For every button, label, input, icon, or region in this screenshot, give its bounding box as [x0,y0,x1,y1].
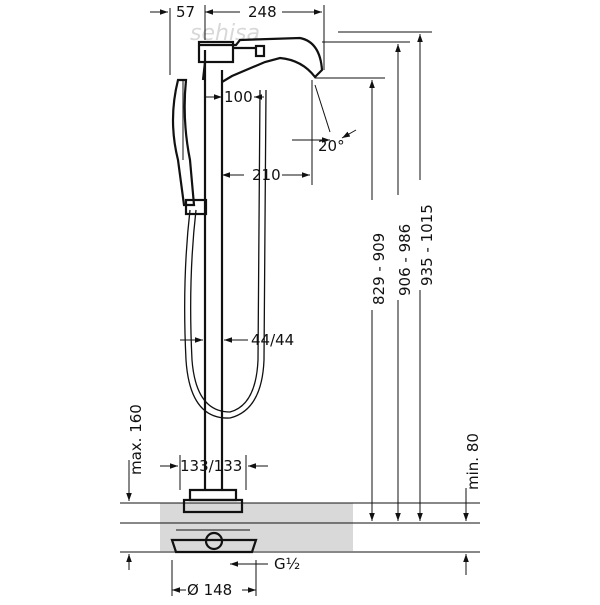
svg-text:829 - 909: 829 - 909 [370,233,388,305]
dim-handle-distance: 210 [222,80,313,185]
svg-text:935 - 1015: 935 - 1015 [418,204,436,286]
faucet-spout [197,36,331,133]
svg-text:133/133: 133/133 [180,457,242,475]
svg-text:906 - 986: 906 - 986 [396,224,414,296]
dim-base-width: 133/133 [160,455,268,490]
shower-hose [184,89,267,419]
svg-text:44/44: 44/44 [251,331,294,349]
dim-spout-angle: 20° [292,129,357,155]
svg-text:Ø 148: Ø 148 [187,581,232,599]
svg-text:100: 100 [224,88,253,106]
svg-text:20°: 20° [318,137,345,155]
dim-spout-to-column: 100 [206,88,264,106]
dim-min-floor: min. 80 [463,433,482,575]
dim-thread: G½ [230,555,300,573]
dim-spout-reach: 248 [204,3,325,70]
dim-height-high: 935 - 1015 [338,31,436,521]
hand-shower [171,78,208,216]
faucet-base [170,488,258,554]
dim-hose-distance: 44/44 [180,331,294,349]
dim-max-floor: max. 160 [126,404,145,570]
svg-text:210: 210 [252,166,281,184]
svg-text:max. 160: max. 160 [127,404,145,475]
dim-base-diameter: Ø 148 [171,560,257,599]
svg-text:57: 57 [176,3,195,21]
dim-height-low: 829 - 909 [315,77,388,521]
faucet-column [203,50,224,490]
svg-text:G½: G½ [274,555,300,573]
svg-text:min. 80: min. 80 [464,433,482,490]
dim-top-offset: 57 [150,3,195,75]
dim-height-mid: 906 - 986 [322,41,414,521]
svg-text:248: 248 [248,3,277,21]
